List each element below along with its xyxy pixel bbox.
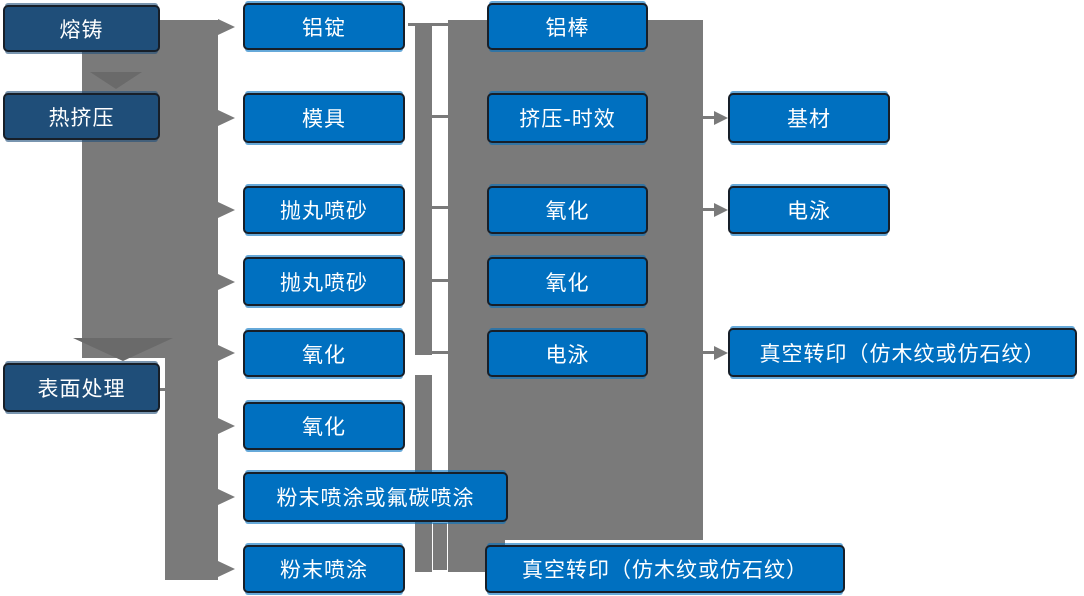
process-box-powder-coating: 粉末喷涂 bbox=[243, 545, 405, 593]
process-box-powder-or-fluorocarbon-coating: 粉末喷涂或氟碳喷涂 bbox=[243, 472, 508, 522]
box-label: 熔铸 bbox=[59, 17, 104, 42]
box-label: 真空转印（仿木纹或仿石纹） bbox=[522, 558, 808, 582]
box-label: 电泳 bbox=[545, 342, 590, 367]
process-box-shot-blasting-2: 抛丸喷砂 bbox=[243, 257, 405, 306]
connector-line bbox=[430, 279, 448, 282]
right-arrow-icon bbox=[714, 111, 728, 125]
connector-line bbox=[430, 206, 448, 209]
stage-box-surface-treatment: 表面处理 bbox=[3, 363, 160, 412]
right-arrow-icon bbox=[218, 345, 235, 361]
line-box-electrophoresis: 电泳 bbox=[487, 330, 648, 377]
box-label: 氧化 bbox=[302, 342, 346, 367]
connector-line bbox=[702, 351, 716, 354]
right-arrow-icon bbox=[218, 489, 235, 505]
line-box-oxidation-1: 氧化 bbox=[487, 186, 648, 234]
mid-rail-bottom-segment bbox=[433, 523, 447, 570]
box-label: 氧化 bbox=[545, 270, 590, 295]
product-box-base-material: 基材 bbox=[728, 93, 890, 143]
connector-line bbox=[430, 351, 448, 354]
right-arrow-icon bbox=[218, 19, 235, 35]
connector-line bbox=[702, 116, 716, 119]
box-label: 氧化 bbox=[545, 199, 590, 223]
process-box-shot-blasting-1: 抛丸喷砂 bbox=[243, 186, 405, 234]
connector-line bbox=[430, 115, 448, 118]
box-label: 铝棒 bbox=[545, 15, 590, 40]
product-box-electrophoresis: 电泳 bbox=[728, 186, 890, 234]
line-box-vacuum-transfer: 真空转印（仿木纹或仿石纹） bbox=[485, 545, 845, 593]
box-label: 电泳 bbox=[787, 199, 831, 223]
line-box-oxidation-2: 氧化 bbox=[487, 257, 648, 306]
product-box-vacuum-transfer: 真空转印（仿木纹或仿石纹） bbox=[728, 328, 1077, 377]
stage-box-melting-casting: 熔铸 bbox=[3, 5, 160, 52]
box-label: 热挤压 bbox=[48, 105, 115, 130]
box-label: 粉末喷涂 bbox=[280, 558, 368, 582]
right-arrow-icon bbox=[218, 418, 235, 434]
branch-band-left bbox=[165, 20, 218, 580]
right-arrow-icon bbox=[714, 346, 728, 360]
process-box-oxidation-2: 氧化 bbox=[243, 402, 405, 450]
right-arrow-icon bbox=[218, 561, 235, 577]
mid-rail-upper bbox=[415, 23, 432, 355]
box-label: 基材 bbox=[787, 107, 831, 131]
box-label: 抛丸喷砂 bbox=[280, 199, 368, 223]
connector-line bbox=[408, 23, 448, 26]
box-label: 氧化 bbox=[302, 415, 346, 439]
line-box-extrusion-aging: 挤压-时效 bbox=[487, 93, 648, 143]
box-label: 挤压-时效 bbox=[519, 107, 616, 131]
process-box-mold: 模具 bbox=[243, 93, 405, 143]
process-box-oxidation-1: 氧化 bbox=[243, 330, 405, 377]
box-label: 铝锭 bbox=[302, 15, 346, 40]
connector-line bbox=[160, 388, 178, 391]
box-label: 真空转印（仿木纹或仿石纹） bbox=[759, 341, 1046, 366]
box-label: 抛丸喷砂 bbox=[280, 270, 368, 295]
right-arrow-icon bbox=[218, 110, 235, 126]
stage-flow-band bbox=[82, 20, 165, 358]
stage-box-hot-extrusion: 热挤压 bbox=[3, 93, 160, 140]
connector-line bbox=[702, 208, 716, 211]
box-label: 表面处理 bbox=[37, 376, 126, 401]
right-arrow-icon bbox=[218, 274, 235, 290]
box-label: 模具 bbox=[302, 107, 346, 131]
right-arrow-icon bbox=[218, 202, 235, 218]
process-box-aluminum-ingot: 铝锭 bbox=[243, 3, 405, 50]
box-label: 粉末喷涂或氟碳喷涂 bbox=[276, 486, 475, 510]
right-arrow-icon bbox=[714, 203, 728, 217]
line-box-aluminum-rod: 铝棒 bbox=[487, 3, 648, 50]
